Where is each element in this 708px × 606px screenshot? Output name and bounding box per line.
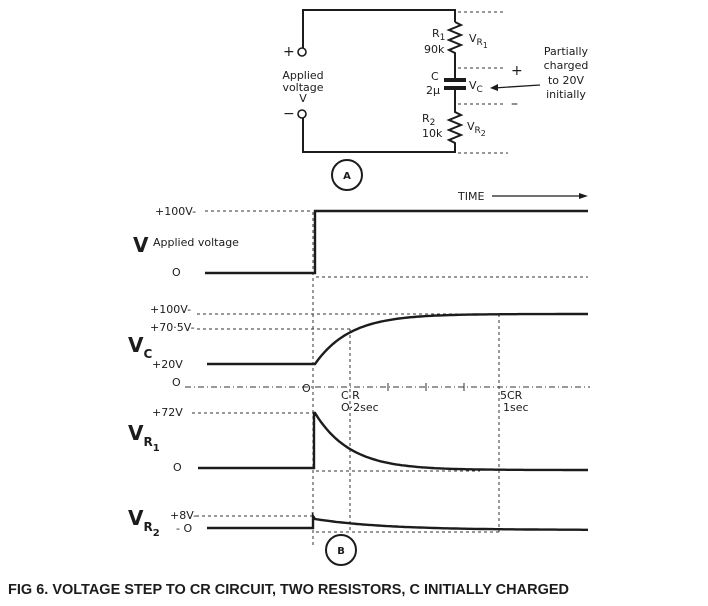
label-b: B	[337, 546, 345, 557]
capacitor	[444, 78, 466, 90]
vc-label: VC	[469, 79, 483, 95]
5cr-time: 1sec	[503, 401, 529, 414]
applied-voltage-label: V	[299, 92, 307, 105]
vr1-zero-label: O	[173, 461, 182, 474]
minus-terminal	[297, 109, 307, 119]
arrow-head-icon	[490, 84, 498, 91]
vr2-label: VR2	[467, 120, 486, 138]
vr1-top-label: +72V	[152, 406, 183, 419]
v-desc: Applied voltage	[153, 236, 239, 249]
minus-sign: −	[283, 106, 295, 122]
note-text: to 20V	[548, 74, 585, 87]
applied-voltage-label: Applied	[282, 69, 323, 82]
figure-caption: FIG 6. VOLTAGE STEP TO CR CIRCUIT, TWO R…	[8, 582, 569, 598]
vr2-name: VR2	[128, 506, 160, 539]
label-circle-a	[331, 159, 363, 191]
vr2-zero-label: - O	[176, 522, 192, 535]
circuit-diagram: + − Applied voltage V R1 90k C 2μ R2 10k…	[282, 9, 589, 191]
vc-mid-label: +70·5V-	[150, 321, 195, 334]
t0-label: O	[302, 382, 311, 395]
v-name: V	[133, 233, 149, 257]
note-text: initially	[546, 88, 586, 101]
time-arrow-head-icon	[579, 193, 588, 199]
applied-voltage-label: voltage	[282, 81, 323, 94]
label-a: A	[343, 171, 351, 182]
r2-label: R2	[422, 112, 435, 128]
label-circle-b	[325, 534, 357, 566]
timing-diagram: TIME +100V- V Applied voltage O +100V- +…	[128, 190, 590, 566]
vr2-top-label: +8V-	[170, 509, 197, 522]
vc-name: VC	[128, 333, 152, 361]
vc-top-label: +100V-	[150, 303, 191, 316]
5cr-label: 5CR	[500, 389, 523, 402]
top-wire	[302, 9, 456, 48]
cap-plus-sign: +	[511, 63, 523, 79]
time-label: TIME	[457, 190, 484, 203]
plus-terminal	[297, 47, 307, 57]
cap-minus-sign: –	[511, 96, 518, 112]
note-text: charged	[544, 59, 589, 72]
c-value: 2μ	[426, 84, 440, 97]
r1-label: R1	[432, 27, 445, 43]
v-top-label: +100V-	[155, 205, 196, 218]
time-ticks	[387, 383, 465, 391]
vr1-name: VR1	[128, 421, 160, 454]
resistor-r1	[446, 21, 464, 80]
cr-time: O·2sec	[341, 401, 379, 414]
bottom-wire	[302, 118, 456, 153]
vr1-label: VR1	[469, 32, 488, 50]
v-trace	[205, 209, 588, 275]
v-zero-label: O	[172, 266, 181, 279]
arrow-line	[493, 84, 541, 89]
vr2-trace	[207, 512, 588, 531]
r1-value: 90k	[424, 43, 445, 56]
cr-label: C R	[341, 389, 360, 402]
plus-sign: +	[283, 44, 295, 60]
note-text: Partially	[544, 45, 589, 58]
resistor-r2	[446, 88, 464, 146]
vc-start-label: +20V	[152, 358, 183, 371]
r2-value: 10k	[422, 127, 443, 140]
vc-zero-label: O	[172, 376, 181, 389]
vr1-trace	[198, 411, 588, 472]
vc-trace	[207, 312, 588, 366]
c-label: C	[431, 70, 439, 83]
